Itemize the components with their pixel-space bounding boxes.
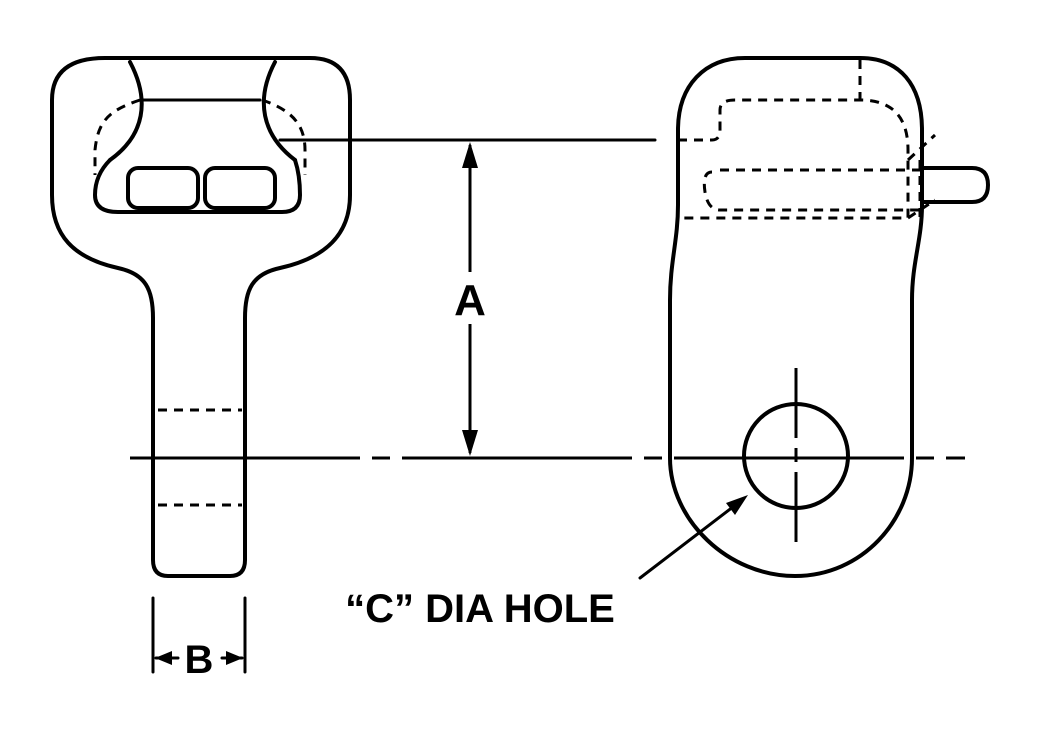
dimension-b: B (151, 596, 247, 682)
hole-callout: “C” DIA HOLE (345, 495, 748, 631)
side-view-outline (668, 56, 924, 578)
front-view-hidden-cavity-left (93, 98, 141, 175)
front-view-throat-right (261, 60, 297, 162)
pin-head (920, 166, 990, 204)
dimension-b-arrow-right (226, 651, 243, 665)
side-view (668, 56, 990, 578)
front-view-slot-pocket-right (203, 166, 277, 210)
dimension-a: A (278, 138, 657, 456)
hole-callout-label: “C” DIA HOLE (345, 587, 615, 631)
hole-leader-arrow (726, 495, 748, 515)
front-view-throat-left (108, 60, 144, 162)
dimension-b-label: B (185, 638, 214, 682)
side-view-hidden-pin (702, 170, 920, 212)
dimension-a-label: A (454, 276, 486, 325)
front-view (50, 56, 352, 578)
dimension-a-arrow-top (462, 142, 478, 168)
dimension-a-label-bg (444, 272, 496, 324)
hole-leader-line (638, 498, 744, 580)
dimension-a-arrow-bottom (462, 430, 478, 456)
dimension-b-arrow-left (155, 651, 172, 665)
side-view-hidden-cavity (678, 98, 910, 220)
front-view-slot-pocket-left (126, 166, 200, 210)
front-view-hidden-cavity-right (261, 98, 307, 175)
side-view-hidden-pin-diag (906, 133, 937, 220)
front-view-slot (93, 158, 302, 214)
front-view-outline (50, 56, 352, 578)
